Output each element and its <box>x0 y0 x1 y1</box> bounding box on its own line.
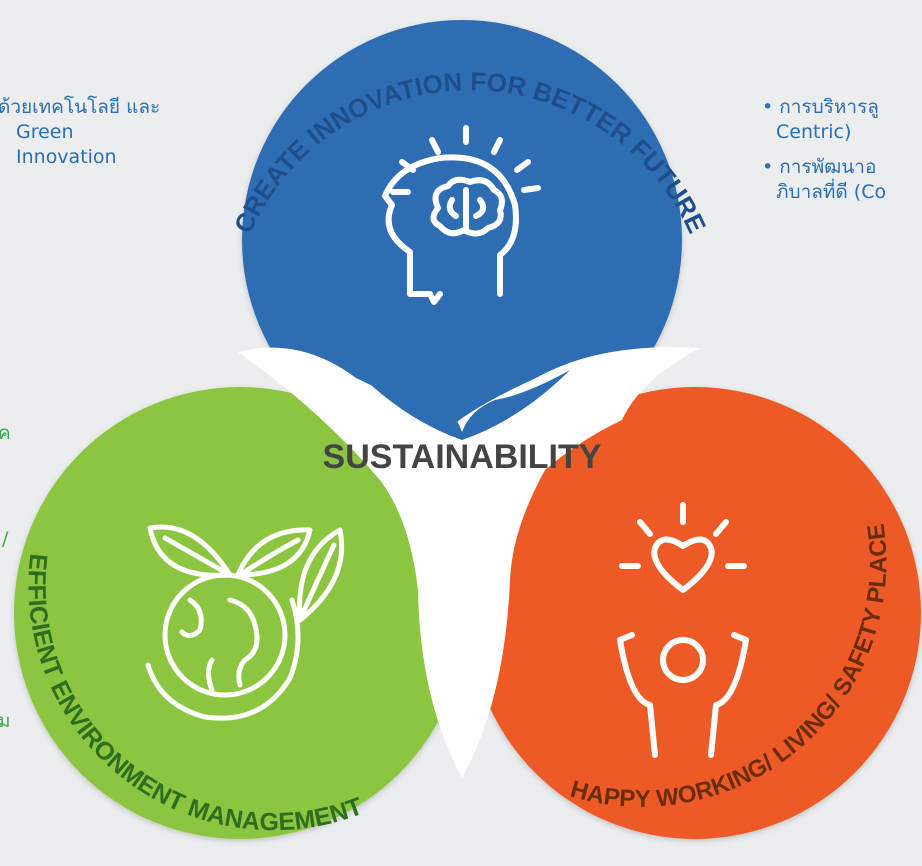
right-item-1-line-2: Centric) <box>776 121 852 143</box>
right-circle <box>469 387 921 839</box>
left-fragment-3: ม <box>0 710 11 732</box>
right-item-2-line-1: • การพัฒนาอ <box>762 156 877 178</box>
right-side-text: • การบริหารลู Centric) • การพัฒนาอ ภิบาล… <box>762 95 886 215</box>
happy-person-heart-icon <box>617 502 749 758</box>
left-line-1: ด้วยเทคโนโลยี และ <box>0 96 161 118</box>
center-overlap <box>238 347 700 778</box>
left-circle <box>14 387 466 839</box>
brain-head-icon <box>382 125 541 305</box>
right-item-2: • การพัฒนาอ ภิบาลที่ดี (Co <box>762 155 886 205</box>
top-circle-tip <box>355 370 570 440</box>
left-fragment-1: ค <box>0 422 11 444</box>
top-circle <box>242 20 682 460</box>
right-item-2-line-2: ภิบาลที่ดี (Co <box>776 181 887 203</box>
globe-leaves-icon <box>145 524 345 721</box>
right-item-1-line-1: • การบริหารลู <box>762 96 879 118</box>
left-line-3: Innovation <box>16 146 117 168</box>
left-fragment-2: / <box>2 528 9 550</box>
left-side-text: ด้วยเทคโนโลยี และ Green Innovation <box>0 95 160 170</box>
right-item-1: • การบริหารลู Centric) <box>762 95 886 145</box>
center-label: SUSTAINABILITY <box>323 438 602 476</box>
left-line-2: Green <box>16 121 74 143</box>
